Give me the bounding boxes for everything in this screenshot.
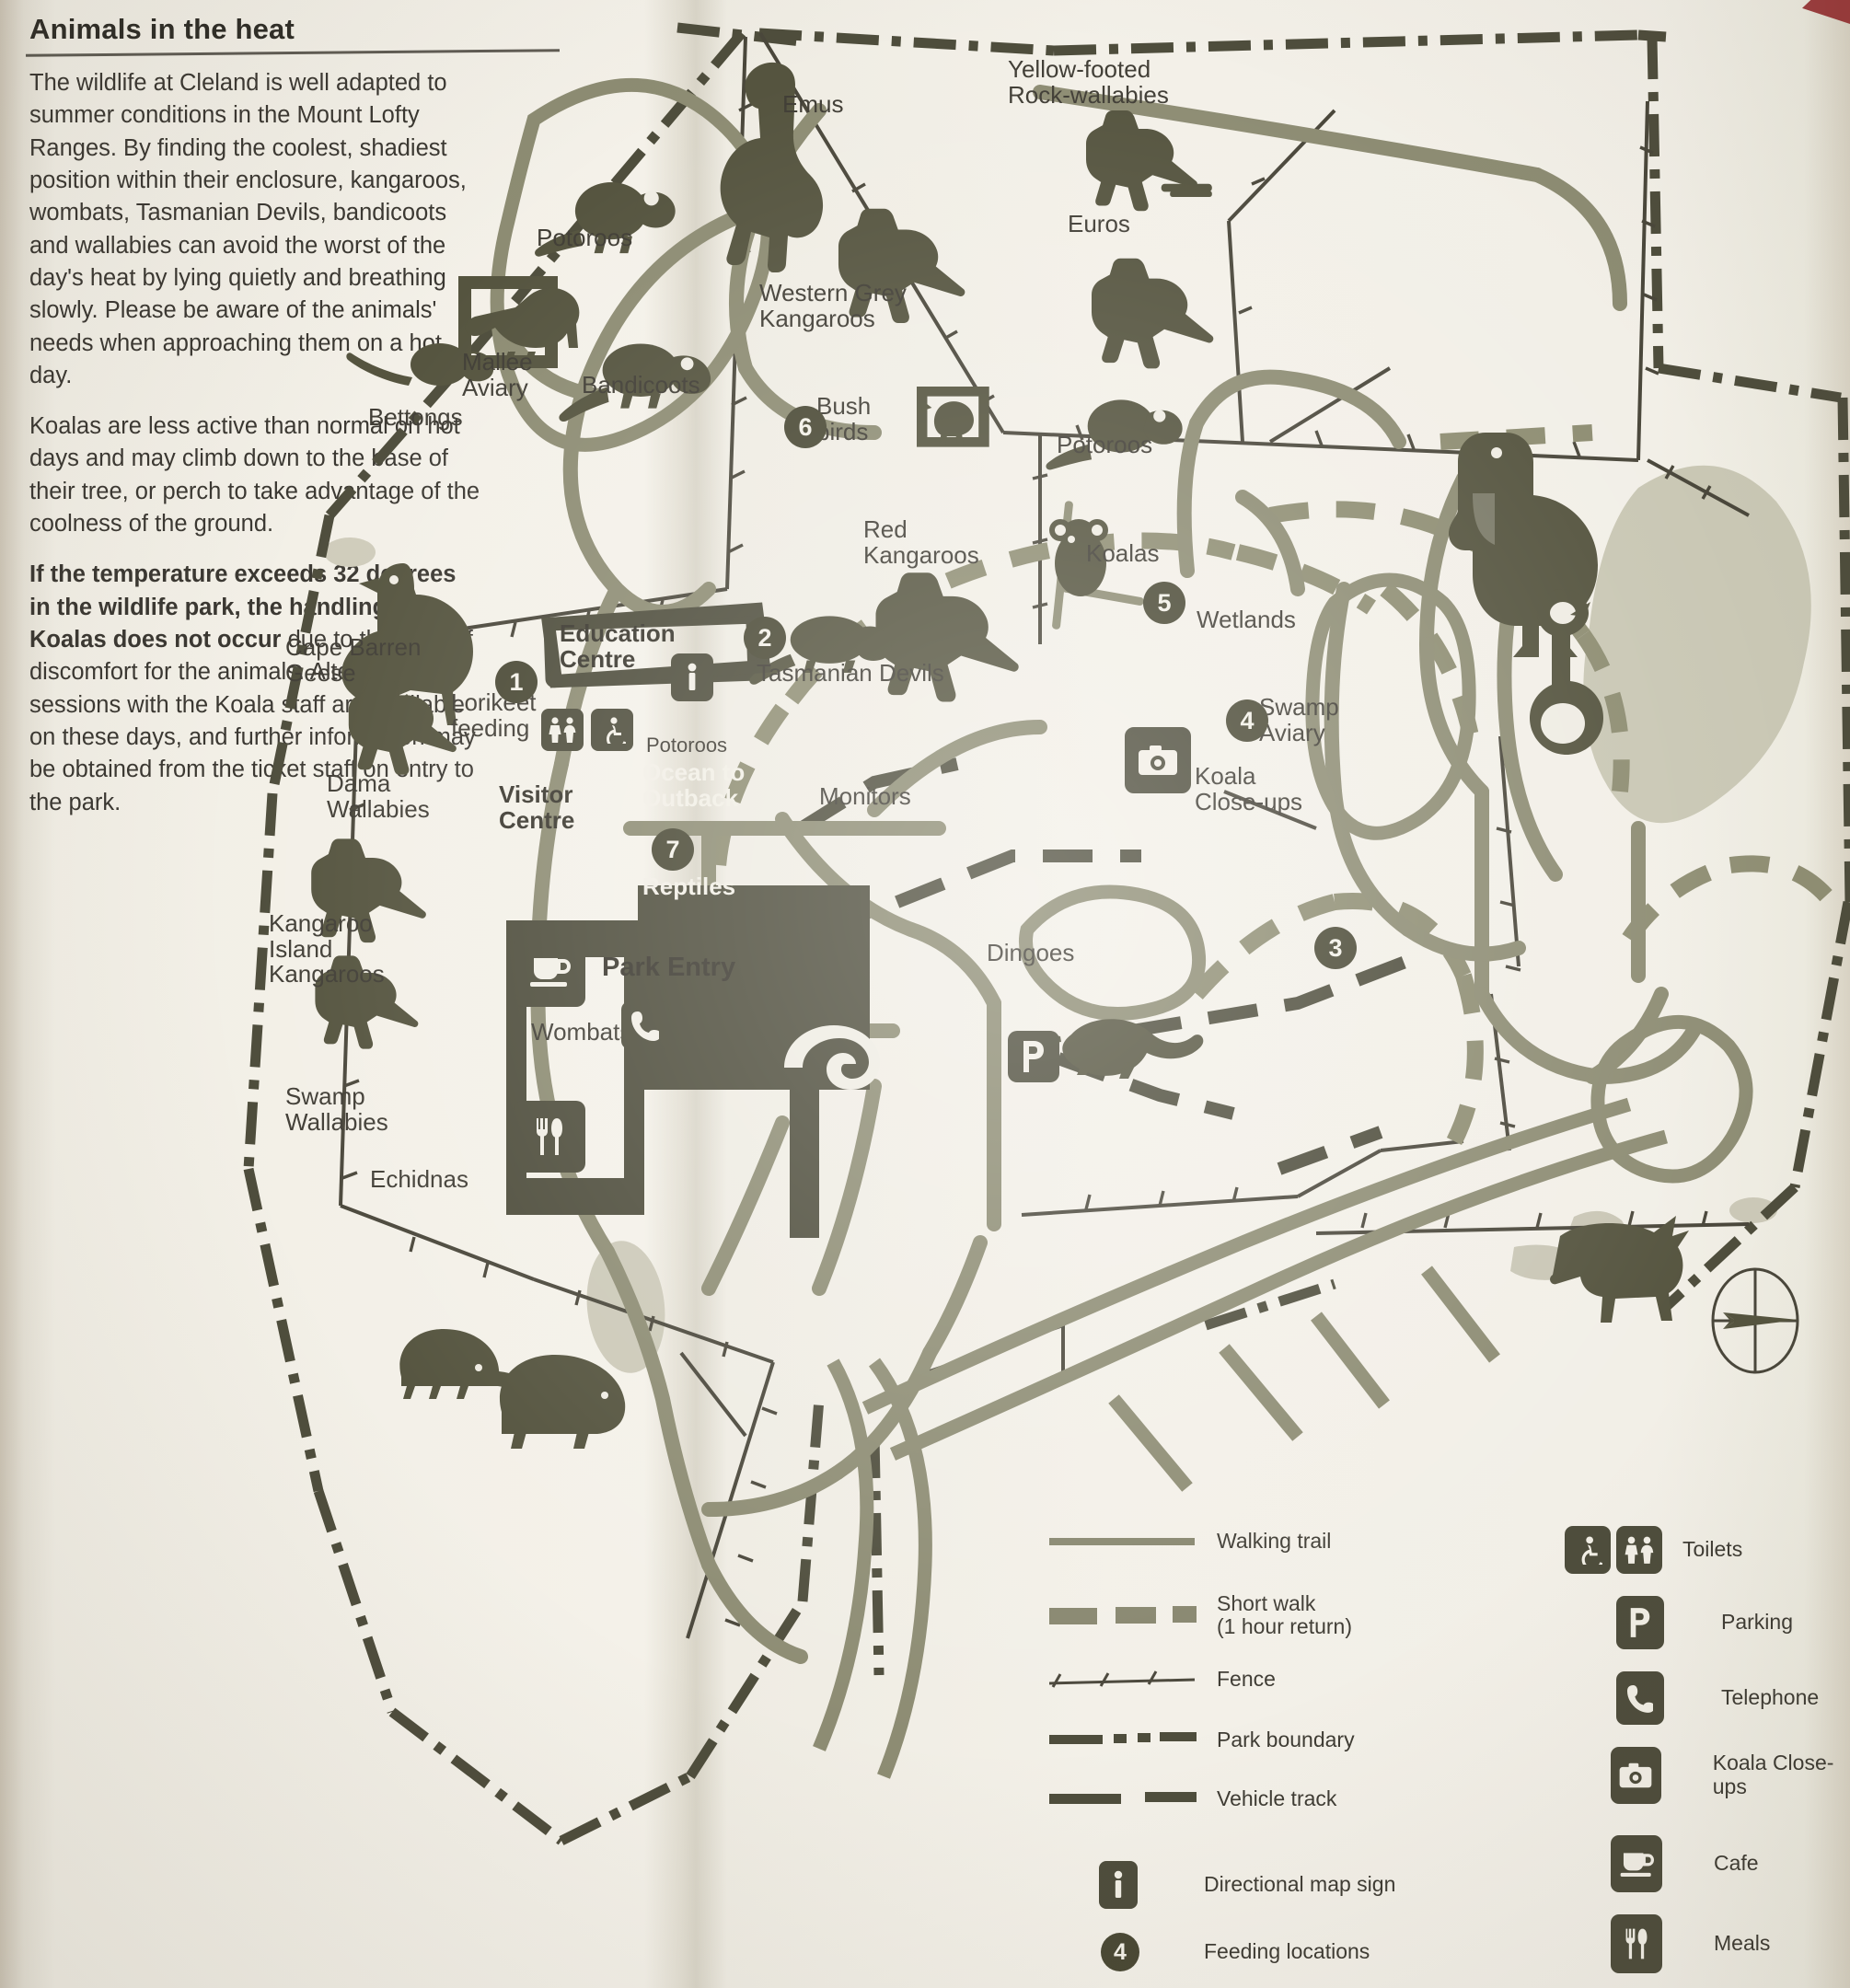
park-boundary-swatch: [1049, 1729, 1197, 1751]
map-label-dingoes: Dingoes: [987, 939, 1075, 966]
legend-row-feeding-locations: 4 Feeding locations: [1101, 1933, 1370, 1971]
legend-label-fence: Fence: [1217, 1667, 1276, 1691]
legend-row-walking-trail: Walking trail: [1049, 1529, 1332, 1554]
feeding-badge-dingoes[interactable]: 3: [1314, 927, 1357, 969]
meals-legend-icon[interactable]: [1611, 1914, 1662, 1973]
article-paragraph-2: Koalas are less active than normal on ho…: [29, 413, 480, 537]
article-column: Animals in the heat The wildlife at Clel…: [25, 13, 561, 838]
map-legend: Walking trail Short walk (1 hour return)…: [1048, 1500, 1850, 1979]
map-label-koalas: Koalas: [1086, 539, 1160, 567]
directional-map-sign-icon[interactable]: [671, 653, 713, 701]
koala-close-ups-legend-icon[interactable]: [1611, 1747, 1661, 1804]
map-label-dama-wallabies: Dama Wallabies: [327, 769, 430, 823]
map-label-cape-barren-geese: Cape Barren Geese: [285, 633, 422, 687]
map-label-potoroos-right: Potoroos: [1057, 431, 1153, 458]
parking-icon[interactable]: [1008, 1031, 1059, 1082]
toilets-legend-icon[interactable]: [1616, 1526, 1662, 1574]
map-label-wombats: Wombats: [531, 1018, 632, 1046]
legend-row-koala-close-ups: Koala Close-ups: [1611, 1747, 1850, 1804]
map-label-wetlands: Wetlands: [1197, 606, 1296, 633]
legend-label-cafe: Cafe: [1714, 1851, 1759, 1876]
map-label-emus: Emus: [782, 90, 844, 118]
map-label-lorikeet-feeding: Lorikeet feeding: [451, 688, 537, 742]
map-label-koala-close-ups: Koala Close-ups: [1195, 762, 1303, 815]
legend-row-meals: Meals: [1611, 1914, 1770, 1973]
map-label-park-entry: Park Entry: [602, 953, 736, 982]
map-label-red-kangaroos: Red Kangaroos: [863, 515, 979, 569]
legend-row-directional-map-sign: Directional map sign: [1099, 1861, 1395, 1909]
legend-row-fence: Fence: [1048, 1667, 1276, 1692]
feeding-badge-swamp-aviary[interactable]: 4: [1226, 699, 1268, 742]
map-label-education-centre: Education Centre: [560, 619, 676, 673]
map-label-potoroos-centre: Potoroos: [646, 734, 728, 757]
feeding-badge-bush-birds[interactable]: 6: [784, 406, 827, 448]
legend-row-parking: Parking: [1616, 1596, 1793, 1649]
map-label-bandicoots: Bandicoots: [582, 371, 700, 399]
compass-rose-icon: [1695, 1261, 1815, 1385]
legend-row-telephone: Telephone: [1616, 1671, 1819, 1725]
legend-label-telephone: Telephone: [1721, 1685, 1820, 1710]
meals-icon[interactable]: [514, 1101, 585, 1173]
map-label-mallee-aviary: Mallee Aviary: [462, 348, 533, 401]
map-label-bettongs: Bettongs: [368, 403, 463, 431]
cafe-legend-icon[interactable]: [1611, 1835, 1662, 1892]
legend-label-feeding-locations: Feeding locations: [1204, 1939, 1370, 1964]
map-label-western-grey-kangaroos: Western Grey Kangaroos: [759, 279, 907, 332]
fence-swatch: [1048, 1669, 1197, 1691]
map-label-echidnas: Echidnas: [370, 1165, 468, 1193]
map-label-monitors: Monitors: [819, 782, 911, 810]
parking-legend-icon[interactable]: [1616, 1596, 1664, 1649]
map-label-potoroos-top: Potoroos: [537, 224, 633, 251]
short-walk-swatch: [1049, 1604, 1197, 1626]
feeding-badge-tasmanian-devils[interactable]: 2: [744, 617, 786, 659]
legend-row-vehicle-track: Vehicle track: [1049, 1786, 1337, 1811]
legend-label-meals: Meals: [1714, 1931, 1771, 1956]
map-label-visitor-centre: Visitor Centre: [499, 780, 575, 834]
legend-label-vehicle-track: Vehicle track: [1217, 1786, 1337, 1810]
legend-row-cafe: Cafe: [1611, 1835, 1759, 1892]
article-paragraph-1: The wildlife at Cleland is well adapted …: [29, 70, 467, 388]
map-label-euros: Euros: [1068, 210, 1130, 237]
legend-label-short-walk: Short walk (1 hour return): [1217, 1591, 1353, 1639]
vehicle-track-swatch: [1049, 1788, 1197, 1810]
page-title: Animals in the heat: [29, 13, 295, 45]
legend-label-park-boundary: Park boundary: [1217, 1728, 1355, 1751]
koala-close-ups-camera-icon[interactable]: [1125, 727, 1191, 793]
map-label-ocean-to-outback: Ocean to Outback: [642, 758, 746, 812]
legend-label-koala-close-ups: Koala Close-ups: [1712, 1751, 1834, 1798]
park-map[interactable]: Emus Yellow-footed Rock-wallabies Euros …: [230, 0, 1850, 1988]
feeding-locations-legend-badge[interactable]: 4: [1101, 1933, 1139, 1971]
wheelchair-accessible-legend-icon[interactable]: [1565, 1526, 1611, 1574]
cafe-icon[interactable]: [514, 935, 585, 1007]
walking-trail-swatch: [1049, 1531, 1197, 1553]
legend-label-walking-trail: Walking trail: [1217, 1529, 1332, 1553]
map-label-yellow-footed-rock-wallabies: Yellow-footed Rock-wallabies: [1008, 55, 1169, 109]
map-label-swamp-wallabies: Swamp Wallabies: [285, 1082, 388, 1136]
legend-label-directional-map-sign: Directional map sign: [1204, 1872, 1396, 1897]
feeding-badge-koalas[interactable]: 5: [1143, 582, 1185, 624]
feeding-badge-lorikeet[interactable]: 1: [495, 661, 538, 703]
telephone-icon[interactable]: [621, 1001, 669, 1049]
legend-label-parking: Parking: [1721, 1610, 1793, 1635]
map-label-swamp-aviary: Swamp Aviary: [1259, 693, 1339, 746]
map-label-tasmanian-devils: Tasmanian Devils: [757, 659, 944, 687]
wheelchair-accessible-icon[interactable]: [591, 709, 633, 751]
toilets-icon[interactable]: [541, 709, 584, 751]
legend-row-toilets: Toilets: [1565, 1526, 1742, 1574]
map-label-reptiles: Reptiles: [642, 873, 736, 900]
legend-label-toilets: Toilets: [1682, 1537, 1743, 1562]
legend-row-short-walk: Short walk (1 hour return): [1049, 1591, 1353, 1639]
telephone-legend-icon[interactable]: [1616, 1671, 1664, 1725]
directional-map-sign-legend-icon[interactable]: [1099, 1861, 1138, 1909]
legend-row-park-boundary: Park boundary: [1049, 1728, 1355, 1752]
map-label-kangaroo-island-kangaroos: Kangaroo Island Kangaroos: [269, 909, 385, 988]
feeding-badge-reptiles[interactable]: 7: [652, 828, 694, 871]
map-vector-artwork: [243, 22, 1850, 1845]
